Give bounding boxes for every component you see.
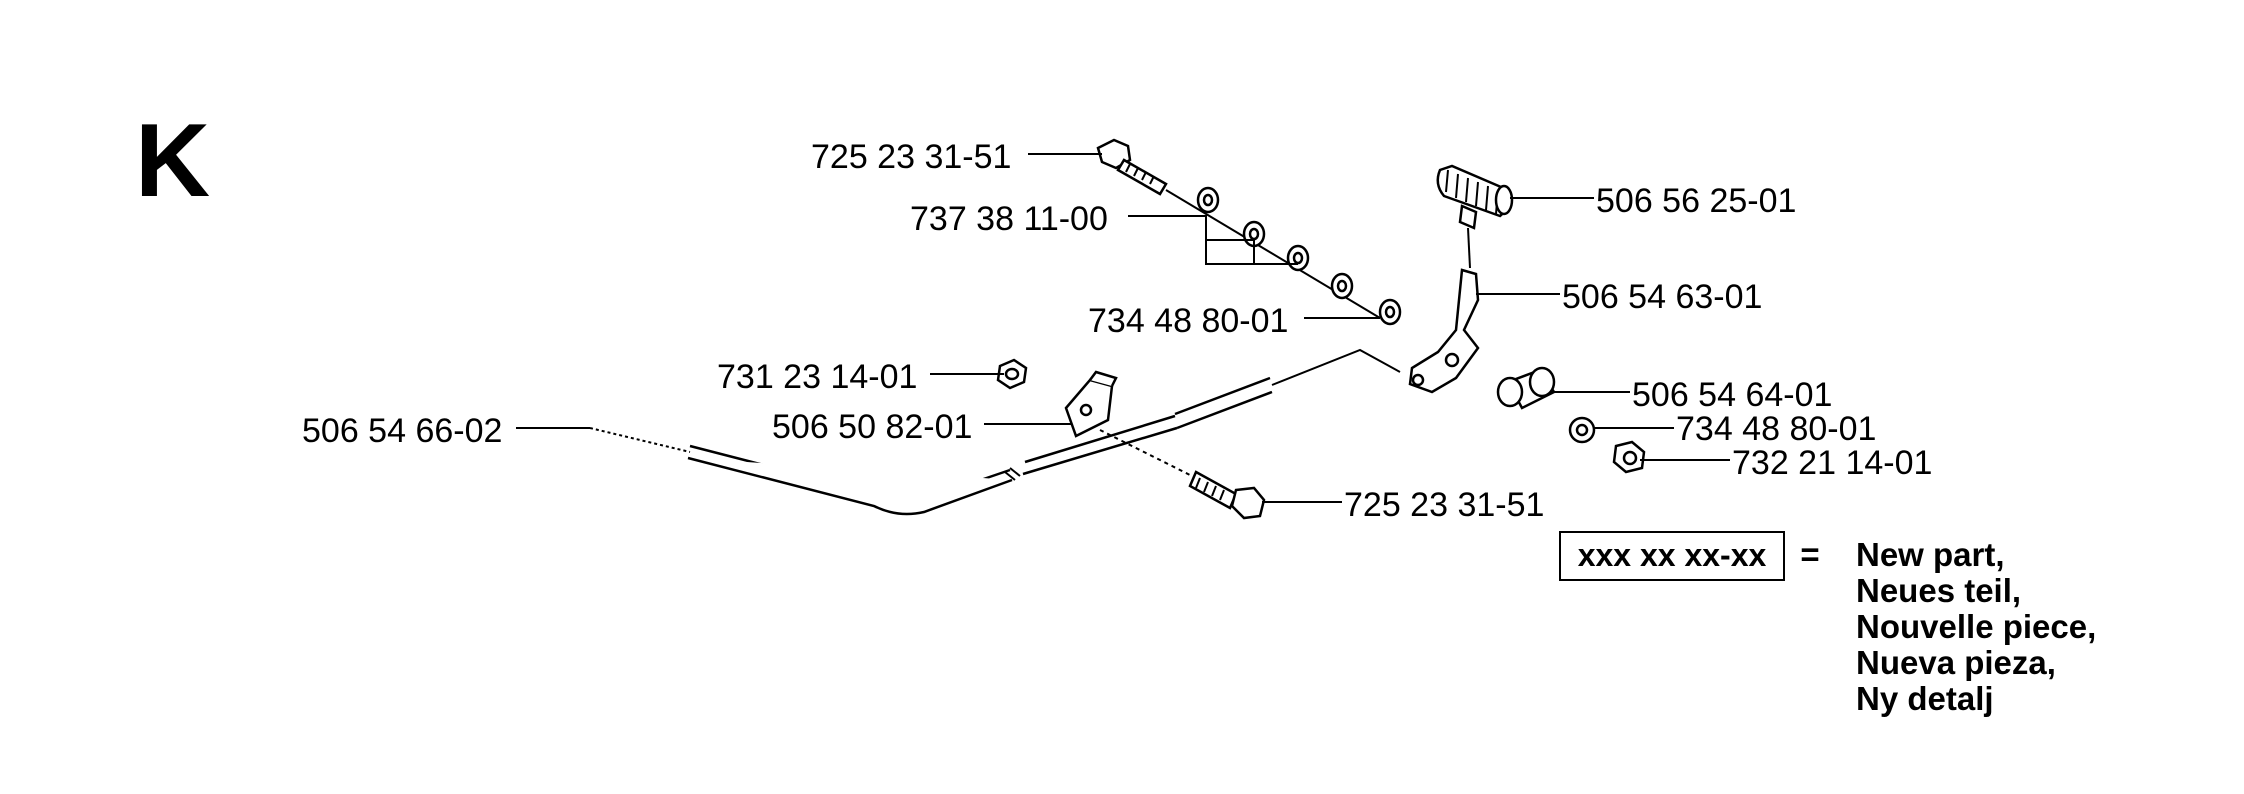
part-label-washers: 737 38 11-00 [910, 200, 1108, 238]
lever-knob [1436, 164, 1514, 269]
hex-nut-left [996, 358, 1028, 390]
part-label-cable: 506 54 66-02 [302, 412, 502, 450]
legend-line-1: New part, [1856, 536, 2005, 573]
part-label-washer-right: 734 48 80-01 [1676, 410, 1876, 448]
legend-code-box [1559, 531, 1785, 581]
legend-line-3: Nouvelle piece, [1856, 608, 2096, 645]
parts-illustration [589, 138, 1646, 520]
legend-code: xxx xx xx-xx [1578, 537, 1767, 573]
throttle-cable [589, 348, 1401, 516]
section-letter: K [135, 103, 210, 219]
bushing [1496, 366, 1556, 410]
hex-nut-right [1612, 440, 1646, 474]
legend-equals: = [1800, 536, 1819, 573]
part-labels: 725 23 31-51 737 38 11-00 734 48 80-01 7… [302, 138, 1932, 524]
part-label-bracket: 506 50 82-01 [772, 408, 972, 446]
part-label-nut-left: 731 23 14-01 [717, 358, 917, 396]
bolt-bottom [1099, 429, 1266, 520]
part-label-knob: 506 56 25-01 [1596, 182, 1796, 220]
legend: xxx xx xx-xx = New part, Neues teil, Nou… [1559, 531, 2096, 717]
part-label-nut-right: 732 21 14-01 [1732, 444, 1932, 482]
throttle-lever [1408, 268, 1480, 394]
part-label-bushing: 506 54 64-01 [1632, 376, 1832, 414]
part-label-washer-small: 734 48 80-01 [1088, 302, 1288, 340]
legend-line-2: Neues teil, [1856, 572, 2021, 609]
legend-line-4: Nueva pieza, [1856, 644, 2056, 681]
part-label-bolt-top: 725 23 31-51 [811, 138, 1011, 176]
legend-line-5: Ny detalj [1856, 680, 1994, 717]
cable-bracket [1064, 370, 1118, 438]
washer-right [1568, 416, 1596, 444]
part-label-lever: 506 54 63-01 [1562, 278, 1762, 316]
part-label-bolt-bottom: 725 23 31-51 [1344, 486, 1544, 524]
leader-lines [516, 153, 1730, 503]
